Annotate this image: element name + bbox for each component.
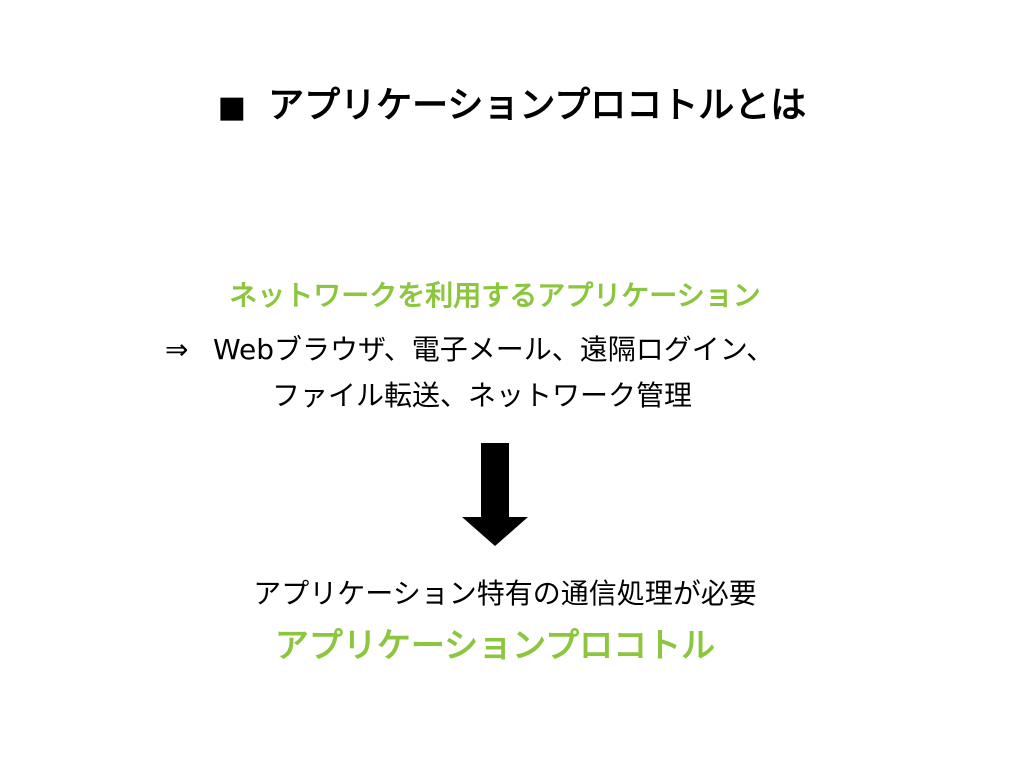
network-app-heading: ネットワークを利用するアプリケーション (229, 279, 761, 312)
down-arrow-icon (462, 443, 528, 546)
need-statement: アプリケーション特有の通信処理が必要 (253, 577, 757, 610)
protocol-term: アプリケーションプロコトル (274, 626, 716, 666)
examples-line-1: ⇒ Webブラウザ、電子メール、遠隔ログイン、 (165, 328, 774, 372)
slide-title: ■ アプリケーションプロコトルとは (0, 82, 1024, 132)
examples-text-1: Webブラウザ、電子メール、遠隔ログイン、 (213, 333, 775, 366)
square-bullet-icon: ■ (217, 90, 247, 125)
implies-arrow-icon: ⇒ (165, 333, 189, 366)
title-text: アプリケーションプロコトルとは (268, 85, 807, 126)
examples-line-2: ファイル転送、ネットワーク管理 (272, 379, 693, 412)
